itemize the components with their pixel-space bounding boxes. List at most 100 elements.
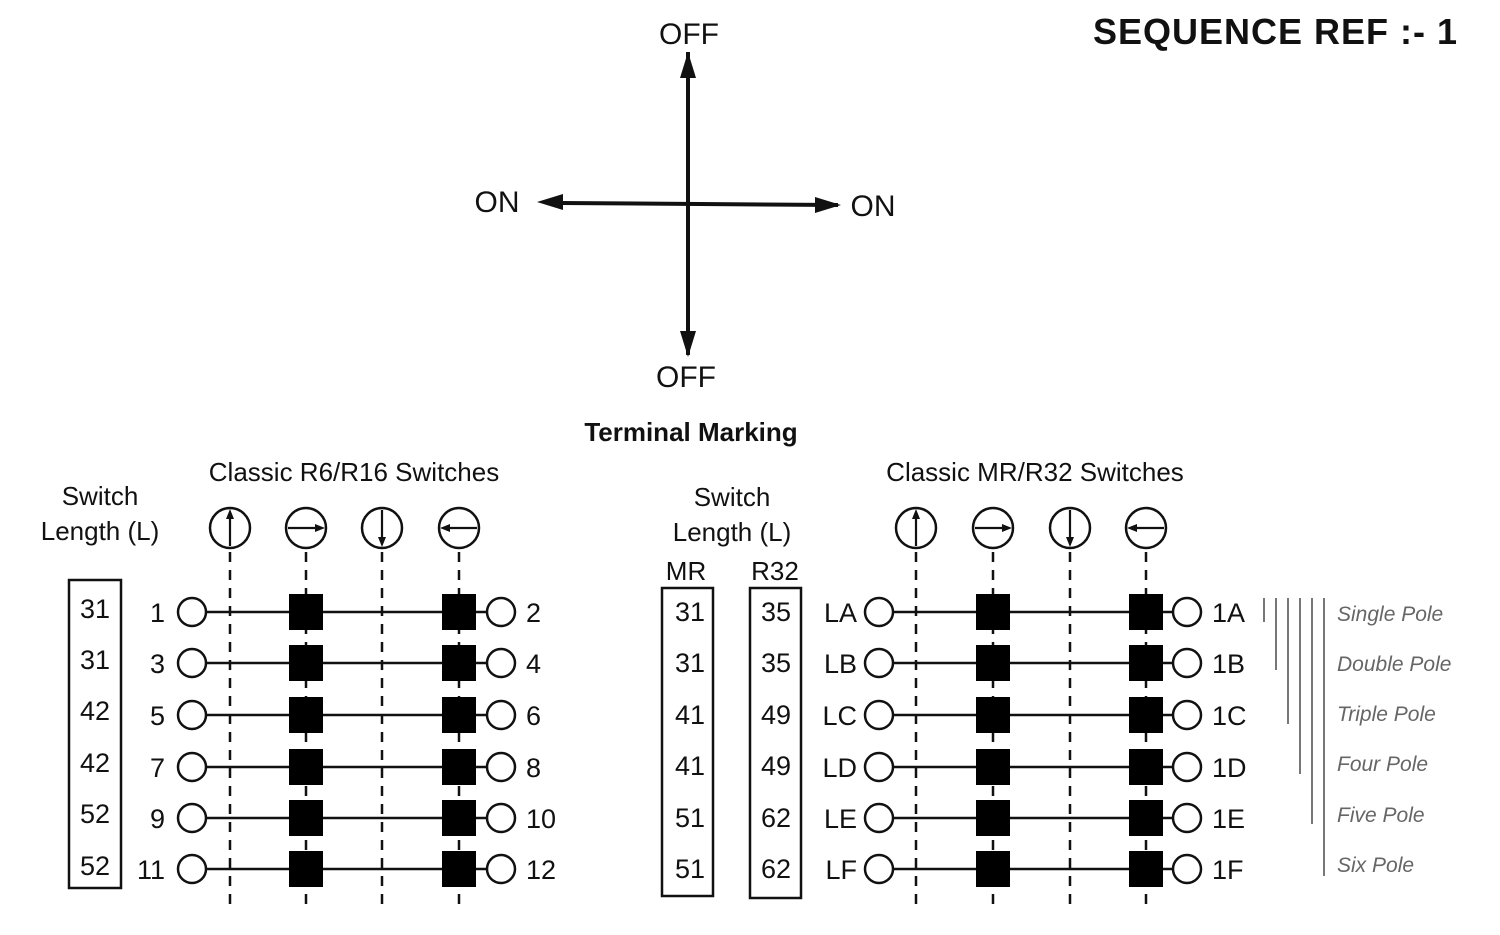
mr-terminal-label-left: LF xyxy=(825,855,857,885)
mr-closed-contact xyxy=(976,594,1010,630)
mr-terminal-right xyxy=(1171,802,1203,834)
r6-terminal-label-left: 7 xyxy=(150,753,165,783)
mr-terminal-label-right: 1F xyxy=(1212,855,1244,885)
r32-column-header: R32 xyxy=(751,556,799,586)
mr-terminal-left xyxy=(863,853,895,885)
mr-length-value: 41 xyxy=(675,700,705,730)
compass-arrowhead-right xyxy=(815,197,841,213)
mr-terminal-label-right: 1A xyxy=(1212,598,1245,628)
mr-closed-contact xyxy=(1129,645,1163,681)
r6-terminal-label-right: 6 xyxy=(526,701,541,731)
compass-label-top: OFF xyxy=(659,18,719,51)
r6-closed-contact xyxy=(442,594,476,630)
mr-arrow-up-position-icon-head xyxy=(912,509,920,519)
r6-terminal-label-left: 9 xyxy=(150,804,165,834)
r32-length-value: 35 xyxy=(761,597,791,627)
r32-length-value: 49 xyxy=(761,700,791,730)
mr-closed-contact xyxy=(1129,800,1163,836)
mr-closed-contact xyxy=(976,749,1010,785)
r6-terminal-label-left: 3 xyxy=(150,649,165,679)
position-compass: OFF OFF ON ON xyxy=(475,18,896,394)
compass-arrowhead-down xyxy=(680,331,696,357)
right-length-label-line1: Switch xyxy=(694,482,771,512)
mr-closed-contact xyxy=(1129,749,1163,785)
mr-arrow-right-position-icon-head xyxy=(1002,524,1012,532)
mr-closed-contact xyxy=(976,851,1010,887)
r6-terminal-label-right: 10 xyxy=(526,804,556,834)
pole-legend-label: Double Pole xyxy=(1337,653,1451,676)
pole-legend-label: Triple Pole xyxy=(1337,703,1436,726)
r32-length-value: 49 xyxy=(761,751,791,781)
r6-arrow-up-position-icon-head xyxy=(226,509,234,519)
mr-terminal-right xyxy=(1171,699,1203,731)
mr-arrow-left-position-icon-head xyxy=(1127,524,1137,532)
mr-closed-contact xyxy=(976,800,1010,836)
r6-terminal-left xyxy=(176,699,208,731)
compass-label-right: ON xyxy=(851,190,896,223)
pole-legend-label: Four Pole xyxy=(1337,753,1428,776)
r6-closed-contact xyxy=(289,645,323,681)
r6-closed-contact xyxy=(289,749,323,785)
r6-closed-contact xyxy=(442,645,476,681)
mr-terminal-right xyxy=(1171,853,1203,885)
r6-closed-contact xyxy=(442,749,476,785)
compass-arrowhead-left xyxy=(537,194,563,210)
r6-terminal-right xyxy=(485,596,517,628)
left-length-value: 31 xyxy=(80,594,110,624)
mr-arrow-down-position-icon-head xyxy=(1066,537,1074,547)
r6-closed-contact xyxy=(442,800,476,836)
mr-column-header: MR xyxy=(666,556,706,586)
left-length-label-line1: Switch xyxy=(62,481,139,511)
mr-terminal-label-left: LA xyxy=(824,598,857,628)
mr-terminal-label-right: 1B xyxy=(1212,649,1245,679)
r6-closed-contact xyxy=(442,697,476,733)
mr-length-value: 31 xyxy=(675,597,705,627)
r6-terminal-label-right: 12 xyxy=(526,855,556,885)
pole-legend-label: Five Pole xyxy=(1337,804,1425,827)
left-length-value: 31 xyxy=(80,645,110,675)
r6-closed-contact xyxy=(289,697,323,733)
mr-length-box xyxy=(660,586,715,898)
r6-closed-contact xyxy=(289,800,323,836)
mr-closed-contact xyxy=(976,645,1010,681)
r6-terminal-right xyxy=(485,751,517,783)
r6-terminal-left xyxy=(176,802,208,834)
left-length-value: 42 xyxy=(80,748,110,778)
left-length-value: 52 xyxy=(80,799,110,829)
mr-terminal-left xyxy=(863,596,895,628)
mr-closed-contact xyxy=(1129,697,1163,733)
r6-terminal-left xyxy=(176,751,208,783)
compass-label-left: ON xyxy=(475,186,520,219)
r6-closed-contact xyxy=(289,594,323,630)
r6-closed-contact xyxy=(289,851,323,887)
mr-terminal-left xyxy=(863,647,895,679)
r6-terminal-left xyxy=(176,853,208,885)
r6-arrow-right-position-icon-head xyxy=(315,524,325,532)
mr-terminal-label-left: LC xyxy=(822,701,857,731)
r32-length-value: 35 xyxy=(761,648,791,678)
r32-length-box xyxy=(748,586,803,900)
mr-terminal-label-left: LE xyxy=(824,804,857,834)
r6-terminal-label-right: 8 xyxy=(526,753,541,783)
left-length-value: 52 xyxy=(80,851,110,881)
compass-horizontal-line xyxy=(559,201,839,207)
r6-terminal-label-left: 11 xyxy=(137,855,165,885)
mr-terminal-right xyxy=(1171,751,1203,783)
r6-terminal-right xyxy=(485,802,517,834)
mr-terminal-label-right: 1E xyxy=(1212,804,1245,834)
r6-terminal-left xyxy=(176,647,208,679)
terminal-marking-heading: Terminal Marking xyxy=(584,417,797,447)
mr-closed-contact xyxy=(976,697,1010,733)
mr-terminal-label-right: 1D xyxy=(1212,753,1247,783)
right-switch-series-header: Classic MR/R32 Switches xyxy=(886,457,1184,487)
mr-terminal-label-right: 1C xyxy=(1212,701,1247,731)
mr-closed-contact xyxy=(1129,851,1163,887)
r32-length-value: 62 xyxy=(761,854,791,884)
r6-arrow-down-position-icon-head xyxy=(378,537,386,547)
mr-terminal-label-left: LD xyxy=(822,753,857,783)
mr-length-value: 51 xyxy=(675,854,705,884)
r6-terminal-label-right: 2 xyxy=(526,598,541,628)
left-length-box xyxy=(67,578,123,890)
mr-terminal-left xyxy=(863,751,895,783)
